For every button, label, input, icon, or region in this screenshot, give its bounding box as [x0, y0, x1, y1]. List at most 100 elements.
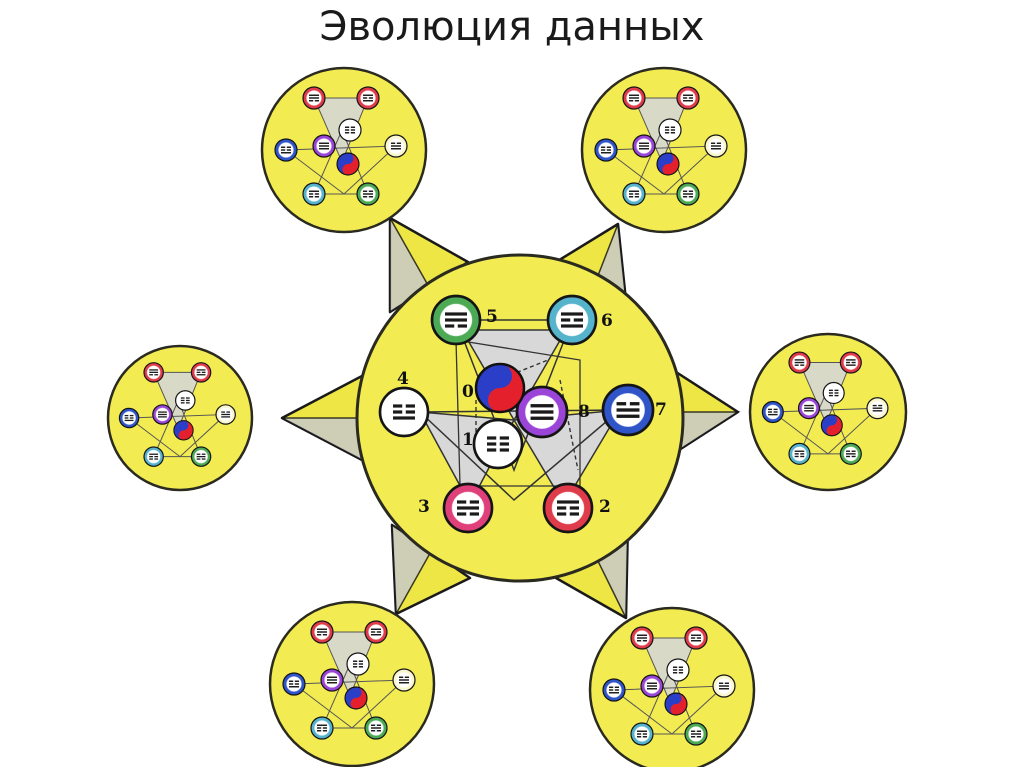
- satellite-node: [152, 404, 173, 425]
- trigram-icon: [646, 682, 658, 690]
- trigram-icon: [457, 500, 479, 516]
- trigram-icon: [149, 453, 159, 460]
- trigram-icon: [221, 411, 231, 418]
- node-core: [670, 662, 686, 678]
- satellite-yin-yang: [344, 686, 368, 710]
- satellite-node: [364, 716, 388, 740]
- satellite-node: [788, 351, 811, 374]
- trigram-icon: [690, 634, 702, 642]
- trigram-icon: [557, 500, 579, 516]
- satellite-node: [364, 620, 388, 644]
- trigram-icon: [846, 450, 856, 458]
- trigram-icon: [180, 397, 190, 404]
- node-core: [306, 186, 322, 202]
- satellite-left: [106, 344, 254, 492]
- node-core: [368, 624, 384, 640]
- trigram-icon: [794, 450, 805, 458]
- satellite-node: [632, 134, 656, 158]
- node-n8: [515, 385, 569, 439]
- trigram-icon: [530, 404, 554, 420]
- node-core: [792, 446, 807, 462]
- trigram-icon: [710, 142, 722, 150]
- trigram-icon: [672, 666, 684, 674]
- label-0: 0: [462, 382, 474, 402]
- trigram-icon: [636, 634, 648, 642]
- satellite-node: [839, 351, 862, 374]
- trigram-icon: [158, 411, 167, 418]
- satellite-node: [822, 381, 845, 405]
- node-core: [278, 142, 294, 158]
- node-core: [551, 491, 585, 525]
- node-core: [765, 404, 781, 420]
- node-n2: [542, 482, 594, 534]
- satellite-node: [640, 674, 664, 698]
- satellite-node: [310, 620, 334, 644]
- trigram-icon: [316, 724, 328, 732]
- satellite-node: [704, 134, 728, 158]
- trigram-icon: [149, 369, 159, 376]
- trigram-icon: [600, 146, 612, 154]
- node-core: [843, 355, 859, 370]
- node-core: [178, 394, 192, 407]
- trigram-icon: [370, 628, 382, 636]
- trigram-icon: [393, 404, 415, 420]
- node-core: [194, 365, 208, 380]
- satellite-node: [338, 118, 362, 142]
- satellite-node: [630, 626, 654, 650]
- satellite-node: [302, 86, 326, 110]
- star-point-shade: [675, 411, 741, 454]
- label-8: 8: [578, 402, 590, 422]
- node-n4: [378, 386, 430, 438]
- node-core: [388, 396, 420, 428]
- label-5: 5: [486, 307, 498, 327]
- yin-yang-icon: [173, 420, 194, 441]
- satellite-node: [190, 446, 212, 467]
- satellite-top-left: [260, 66, 428, 234]
- trigram-icon: [628, 190, 640, 198]
- node-core: [662, 122, 678, 138]
- trigram-icon: [344, 126, 356, 134]
- node-core: [314, 720, 330, 736]
- satellite-node: [175, 390, 196, 411]
- trigram-icon: [628, 94, 640, 102]
- satellite-node: [118, 407, 140, 429]
- satellite-node: [215, 404, 236, 425]
- label-6: 6: [601, 311, 613, 331]
- satellite-node: [658, 118, 682, 142]
- satellite-node: [346, 652, 370, 676]
- trigram-icon: [398, 676, 410, 684]
- yin-yang-icon: [344, 686, 368, 710]
- satellite-node: [282, 672, 306, 696]
- satellite-node: [190, 362, 212, 383]
- node-core: [122, 411, 136, 425]
- trigram-icon: [682, 94, 694, 102]
- node-n1: [472, 418, 524, 470]
- node-core: [146, 449, 161, 464]
- satellite-node: [312, 134, 336, 158]
- yin-yang-icon: [656, 152, 680, 176]
- trigram-icon: [636, 730, 648, 738]
- node-core: [598, 142, 614, 158]
- trigram-icon: [308, 94, 320, 102]
- satellite-node: [712, 674, 736, 698]
- satellite-node: [594, 138, 618, 162]
- node-core: [826, 386, 841, 400]
- trigram-icon: [124, 414, 134, 422]
- satellite-node: [866, 397, 889, 420]
- trigram-icon: [362, 190, 374, 198]
- satellite-yin-yang: [173, 420, 194, 441]
- satellite-node: [622, 86, 646, 110]
- node-core: [680, 90, 696, 106]
- satellite-yin-yang: [656, 152, 680, 176]
- trigram-icon: [561, 312, 583, 328]
- trigram-icon: [316, 628, 328, 636]
- node-core: [342, 122, 358, 138]
- node-core: [482, 428, 514, 460]
- satellite-node: [143, 362, 164, 383]
- trigram-icon: [690, 730, 702, 738]
- trigram-icon: [390, 142, 402, 150]
- satellite-node: [143, 446, 164, 467]
- trigram-icon: [280, 146, 292, 154]
- trigram-icon: [794, 359, 805, 366]
- satellite-yin-yang: [820, 414, 843, 437]
